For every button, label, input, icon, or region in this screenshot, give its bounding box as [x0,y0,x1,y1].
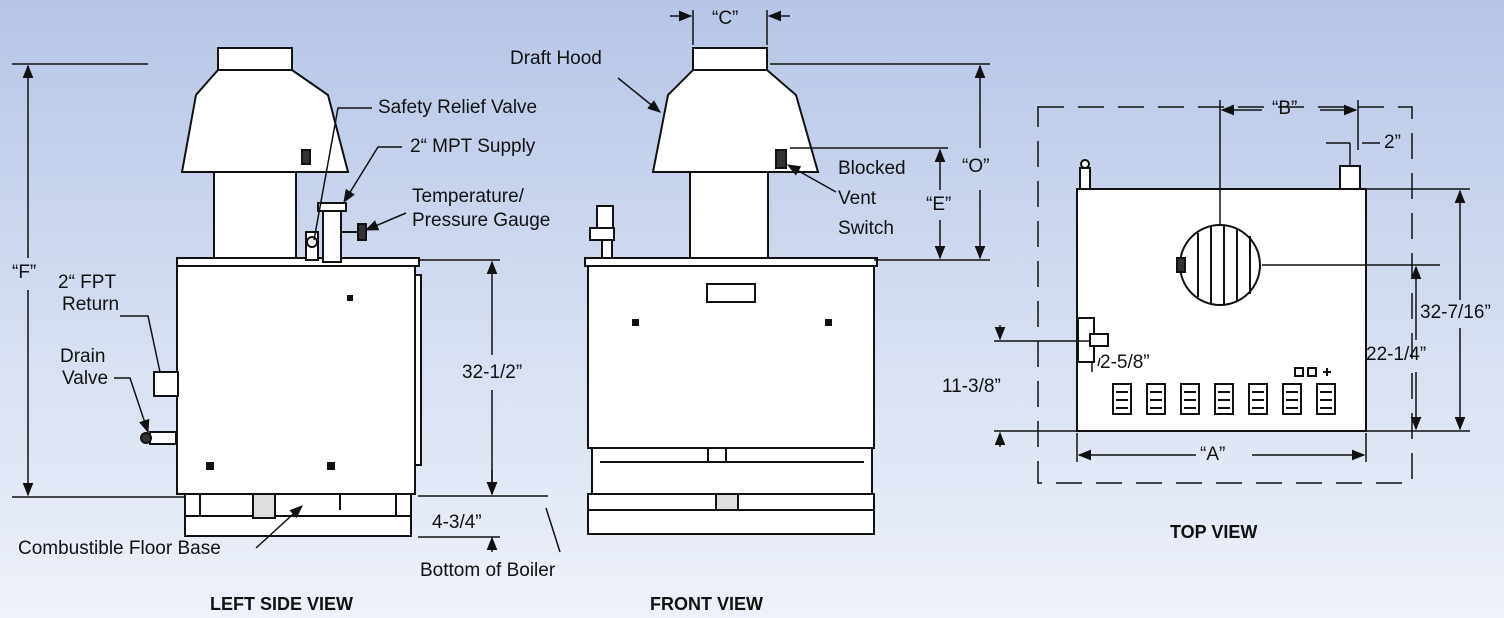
dim-two-inch: 2” [1384,132,1401,153]
left-side-view-drawing [140,47,422,537]
dim-o: “O” [962,156,990,177]
label-draft-hood: Draft Hood [510,48,602,69]
top-flue-circle [1179,224,1261,306]
left-cabinet [176,261,416,495]
label-mpt-supply: 2“ MPT Supply [410,136,536,157]
top-view-drawing [1037,106,1413,484]
title-front-view: FRONT VIEW [650,594,763,614]
title-left-side-view: LEFT SIDE VIEW [210,594,354,614]
label-valve: Valve [62,368,109,389]
label-safety-relief-valve: Safety Relief Valve [378,97,538,118]
dim-a: “A” [1200,444,1226,465]
dim-offset-11-3-8: 11-3/8” [942,376,1001,397]
dim-b: “B” [1272,98,1298,119]
label-blocked: Blocked [838,158,906,179]
title-top-view: TOP VIEW [1170,522,1258,542]
dim-c: “C” [712,8,739,29]
label-return: Return [62,294,120,315]
label-fpt: 2“ FPT [58,272,117,293]
label-vent: Vent [838,188,877,209]
label-temperature: Temperature/ [412,186,524,207]
dim-offset-2-5-8: 2-5/8” [1100,352,1150,373]
left-draft-hood [217,47,293,71]
front-view-drawing [584,47,878,535]
label-pressure-gauge: Pressure Gauge [412,210,551,231]
dim-height-32-1-2: 32-1/2” [462,362,523,383]
label-switch: Switch [838,218,894,239]
dimension-lines [12,10,1470,553]
dim-flue-22-1-4: 22-1/4” [1366,344,1427,365]
dim-f: “F” [12,262,37,283]
label-drain: Drain [60,346,106,367]
dim-base-4-3-4: 4-3/4” [432,512,482,533]
front-draft-hood [692,47,768,71]
label-combustible-floor-base: Combustible Floor Base [18,538,221,559]
dim-depth-32-7-16: 32-7/16” [1420,302,1491,323]
label-bottom-of-boiler: Bottom of Boiler [420,560,556,581]
dim-e: “E” [926,194,952,215]
